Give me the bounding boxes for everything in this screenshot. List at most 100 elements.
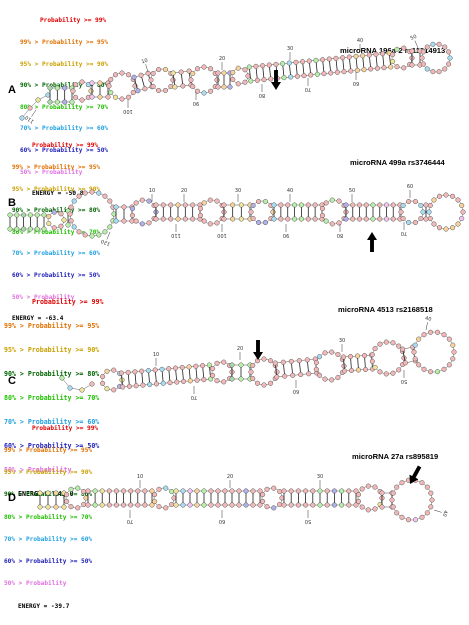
nucleotide	[350, 216, 356, 222]
nucleotide	[374, 65, 380, 71]
nucleotide	[400, 215, 406, 222]
nucleotide	[431, 197, 437, 203]
energy-value: ENERGY = -50.8	[32, 190, 84, 198]
nucleotide	[310, 488, 316, 494]
tick-mark	[31, 109, 37, 117]
nucleotide	[238, 216, 244, 222]
tick-label: 50	[305, 518, 311, 524]
nucleotide	[443, 226, 449, 232]
nucleotide	[118, 370, 124, 376]
nucleotide	[145, 368, 151, 374]
nucleotide	[323, 200, 329, 206]
nucleotide	[69, 99, 75, 105]
nucleotide	[400, 202, 406, 209]
nucleotide	[246, 64, 252, 70]
nucleotide	[256, 198, 262, 205]
nucleotide	[112, 72, 119, 78]
nucleotide	[406, 198, 412, 205]
nucleotide	[172, 365, 179, 371]
nucleotide	[402, 360, 408, 366]
nucleotide	[370, 216, 376, 222]
nucleotide	[201, 377, 207, 383]
nucleotide	[139, 368, 145, 374]
tick-label: 30	[339, 338, 345, 344]
nucleotide	[306, 371, 312, 377]
nucleotide	[409, 62, 415, 68]
nucleotide	[200, 363, 206, 369]
nucleotide	[99, 488, 105, 494]
nucleotide	[398, 209, 404, 215]
nucleotide	[35, 97, 41, 103]
nucleotide	[261, 382, 267, 388]
nucleotide	[436, 225, 443, 231]
nucleotide	[303, 502, 309, 508]
nucleotide	[298, 216, 304, 222]
nucleotide	[446, 362, 452, 368]
nucleotide	[356, 216, 363, 222]
nucleotide	[104, 386, 110, 392]
nucleotide	[320, 57, 326, 63]
nucleotide	[316, 354, 323, 360]
nucleotide	[242, 67, 248, 73]
nucleotide	[412, 517, 419, 523]
legend-line: 99% > Probability >= 95%	[4, 322, 100, 330]
nucleotide	[201, 502, 207, 508]
nucleotide	[7, 212, 13, 218]
nucleotide	[313, 57, 319, 63]
nucleotide	[180, 83, 186, 89]
nucleotide	[168, 202, 174, 208]
nucleotide	[190, 202, 196, 208]
nucleotide	[139, 197, 145, 203]
nucleotide	[329, 349, 335, 355]
nucleotide	[348, 68, 354, 74]
panel-c: Probability >= 99% 99% > Probability >= …	[4, 298, 457, 498]
nucleotide	[355, 492, 362, 498]
nucleotide	[173, 488, 179, 494]
panel-letter: A	[8, 84, 16, 96]
nucleotide	[427, 215, 433, 222]
legend-line: 99% > Probability >= 95%	[20, 39, 109, 47]
nucleotide	[129, 206, 136, 212]
nucleotide	[178, 69, 184, 75]
nucleotide	[207, 197, 213, 203]
nucleotide	[281, 75, 287, 81]
nucleotide	[441, 332, 447, 338]
nucleotide	[7, 226, 13, 232]
nucleotide	[68, 504, 74, 510]
tick-label: 110	[24, 114, 35, 124]
nucleotide	[236, 488, 242, 494]
nucleotide	[227, 84, 233, 90]
nucleotide	[298, 202, 304, 208]
nucleotide	[46, 220, 52, 227]
nucleotide	[436, 193, 443, 199]
tick-label: 30	[287, 46, 293, 52]
legend-line: 70% > Probability >= 60%	[4, 535, 93, 543]
nucleotide	[82, 232, 88, 238]
nucleotide	[412, 198, 418, 205]
nucleotide	[153, 216, 159, 222]
nucleotide	[236, 502, 242, 508]
nucleotide	[160, 216, 166, 222]
nucleotide	[210, 366, 216, 372]
nucleotide	[194, 502, 200, 508]
nucleotide	[121, 502, 127, 508]
nucleotide	[310, 502, 316, 508]
nucleotide	[369, 358, 375, 364]
nucleotide	[150, 70, 156, 77]
nucleotide	[278, 202, 284, 208]
nucleotide	[319, 212, 326, 218]
nucleotide	[312, 216, 318, 222]
nucleotide	[73, 82, 79, 88]
nucleotide	[146, 198, 152, 204]
nucleotide	[424, 44, 430, 50]
nucleotide	[431, 221, 437, 227]
nucleotide	[317, 488, 323, 494]
nucleotide	[365, 483, 371, 489]
nucleotide	[81, 501, 87, 507]
nucleotide	[132, 369, 138, 375]
nucleotide	[365, 507, 371, 513]
nucleotide	[271, 505, 277, 511]
nucleotide	[129, 212, 136, 218]
nucleotide	[260, 492, 266, 498]
